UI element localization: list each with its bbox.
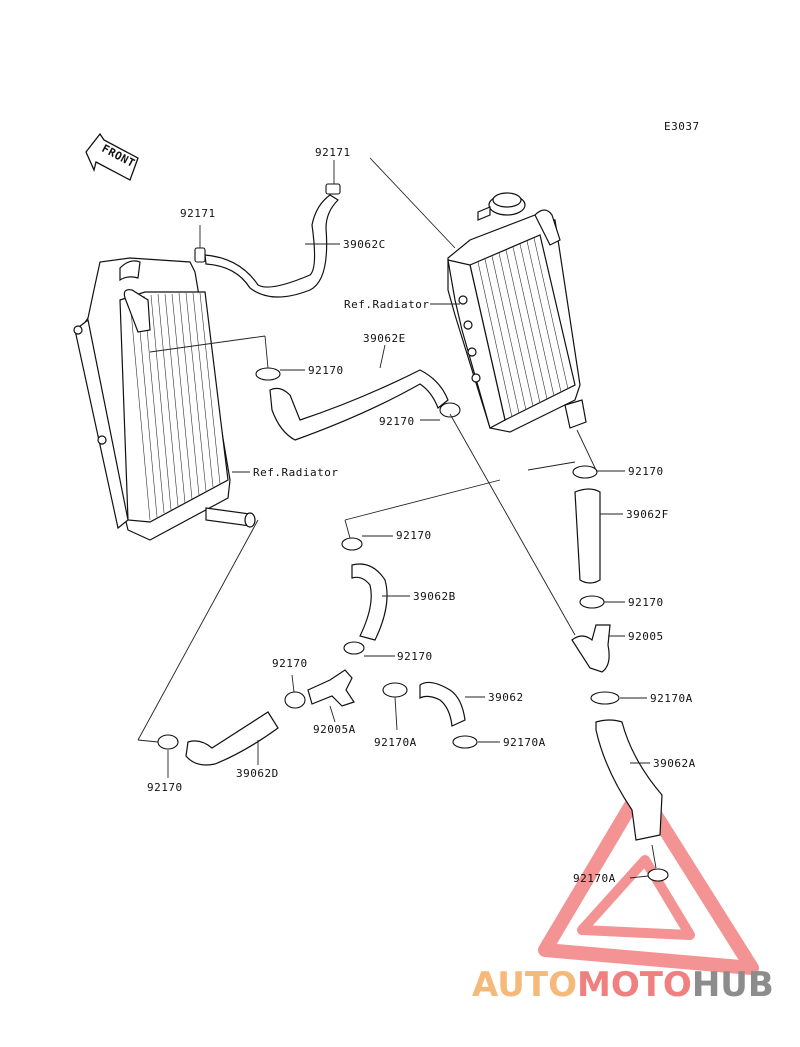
fitting-92005A: [307, 669, 355, 707]
callout-92170-a: 92170: [308, 364, 344, 377]
callout-92171-top: 92171: [315, 146, 351, 159]
hose-39062D: [185, 711, 279, 766]
callout-92005: 92005: [628, 630, 664, 643]
callout-39062A: 39062A: [653, 757, 696, 770]
watermark-hub: HUB: [692, 965, 774, 1005]
callout-92170-h: 92170: [147, 781, 183, 794]
hose-39062E: [269, 369, 449, 441]
watermark-auto: AUTO: [472, 965, 577, 1005]
right-radiator: [447, 192, 587, 433]
left-radiator-fins: [129, 292, 221, 521]
front-arrow-icon: FRONT: [85, 132, 139, 181]
callout-ref-radiator-right: Ref.Radiator: [344, 298, 429, 311]
callout-92170A-b: 92170A: [374, 736, 417, 749]
hose-39062C: [204, 194, 339, 298]
callout-92171-left: 92171: [180, 207, 216, 220]
hose-39062A: [595, 719, 663, 841]
watermark-logo: [538, 783, 759, 975]
callout-92170-f: 92170: [397, 650, 433, 663]
right-radiator-fins: [477, 237, 569, 418]
callout-39062B: 39062B: [413, 590, 456, 603]
callout-92170A-d: 92170A: [573, 872, 616, 885]
callout-92170A-a: 92170A: [650, 692, 693, 705]
diagram-code: E3037: [664, 120, 700, 133]
callout-92170-b: 92170: [379, 415, 415, 428]
hose-39062B: [351, 563, 388, 641]
watermark-moto: MOTO: [577, 965, 692, 1005]
callout-39062C: 39062C: [343, 238, 386, 251]
callout-92005A: 92005A: [313, 723, 356, 736]
watermark-text: AUTOMOTOHUB: [472, 965, 774, 1005]
callout-92170-c: 92170: [628, 465, 664, 478]
hose-39062: [419, 681, 466, 727]
left-radiator: [73, 257, 256, 541]
hose-39062F: [574, 488, 601, 584]
callout-92170A-c: 92170A: [503, 736, 546, 749]
callout-39062D: 39062D: [236, 767, 279, 780]
callout-92170-e: 92170: [628, 596, 664, 609]
fitting-92005: [571, 624, 611, 673]
callout-92170-g: 92170: [272, 657, 308, 670]
callout-39062F: 39062F: [626, 508, 669, 521]
callout-39062E: 39062E: [363, 332, 406, 345]
callout-ref-radiator-left: Ref.Radiator: [253, 466, 338, 479]
clamp-icons: [157, 183, 669, 882]
leader-lines: [137, 157, 657, 879]
callout-92170-d: 92170: [396, 529, 432, 542]
callout-39062: 39062: [488, 691, 524, 704]
